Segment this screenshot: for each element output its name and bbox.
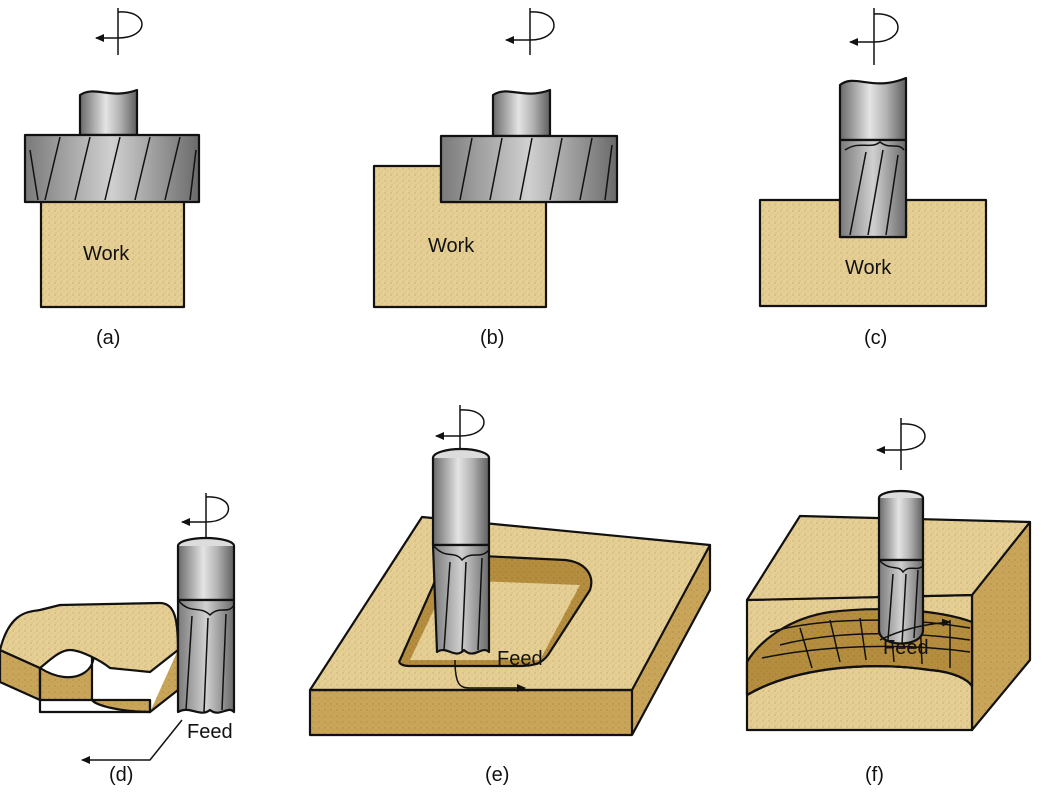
end-mill	[178, 538, 234, 713]
rotation-arrow-icon	[182, 493, 229, 540]
caption-b: (b)	[480, 327, 504, 349]
panel-b: Work (b)	[374, 8, 617, 349]
work-label: Work	[83, 243, 130, 265]
arbor-shaft	[80, 90, 137, 135]
panel-c: Work (c)	[760, 8, 986, 349]
end-mill-flutes	[840, 140, 906, 237]
rotation-arrow-icon	[506, 8, 554, 55]
arbor-shaft	[493, 90, 550, 136]
caption-e: (e)	[485, 764, 509, 786]
panel-f: Feed (f)	[747, 418, 1030, 786]
workpiece-plate	[310, 517, 710, 735]
work-label: Work	[428, 235, 475, 257]
end-mill	[433, 449, 489, 654]
work-label: Work	[845, 257, 892, 279]
feed-arrow-icon	[82, 720, 182, 760]
caption-d: (d)	[109, 764, 133, 786]
side-milling-cutter	[441, 136, 617, 202]
caption-c: (c)	[864, 327, 887, 349]
rotation-arrow-icon	[877, 418, 925, 470]
caption-a: (a)	[96, 327, 120, 349]
end-mill-shank	[840, 78, 906, 140]
feed-label: Feed	[497, 648, 543, 670]
plain-milling-cutter	[25, 135, 199, 202]
rotation-arrow-icon	[436, 405, 484, 455]
caption-f: (f)	[865, 764, 884, 786]
feed-label: Feed	[187, 721, 233, 743]
workpiece-profile	[0, 603, 178, 714]
panel-a: Work (a)	[25, 8, 199, 349]
ball-end-mill	[879, 491, 923, 644]
feed-label: Feed	[883, 637, 929, 659]
panel-e: Feed (e)	[310, 405, 710, 786]
rotation-arrow-icon	[850, 8, 898, 65]
panel-d: Feed (d)	[0, 493, 234, 786]
rotation-arrow-icon	[96, 8, 142, 55]
